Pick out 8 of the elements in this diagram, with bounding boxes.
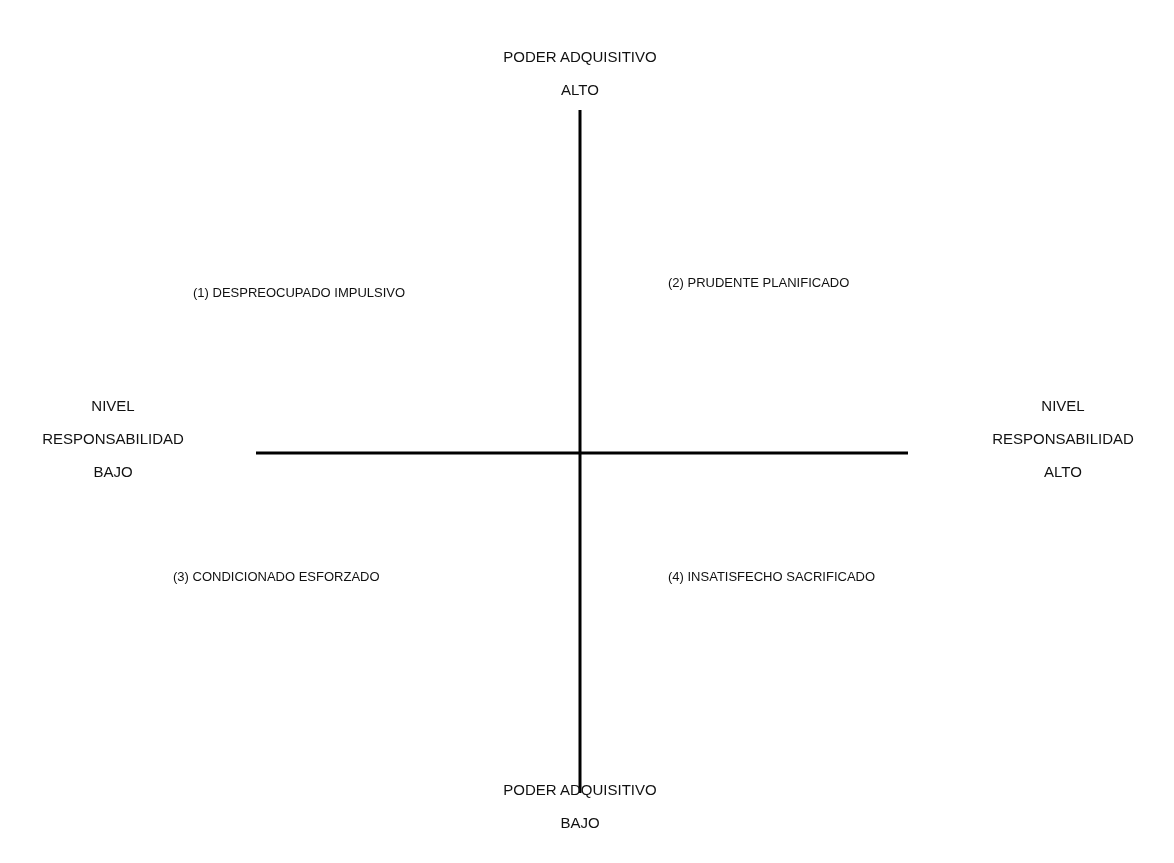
quadrant-label: (2) PRUDENTE PLANIFICADO [668,274,850,292]
axis-label: PODER ADQUISITIVO ALTO [502,47,658,100]
axis-label: NIVEL RESPONSABILIDAD BAJO [41,396,185,482]
quadrant-label: (1) DESPREOCUPADO IMPULSIVO [193,284,406,302]
axis-label: NIVEL RESPONSABILIDAD ALTO [991,396,1135,482]
quadrant-label: (4) INSATISFECHO SACRIFICADO [668,568,876,586]
axis-label: PODER ADQUISITIVO BAJO [502,780,658,833]
quadrant-label: (3) CONDICIONADO ESFORZADO [173,568,380,586]
